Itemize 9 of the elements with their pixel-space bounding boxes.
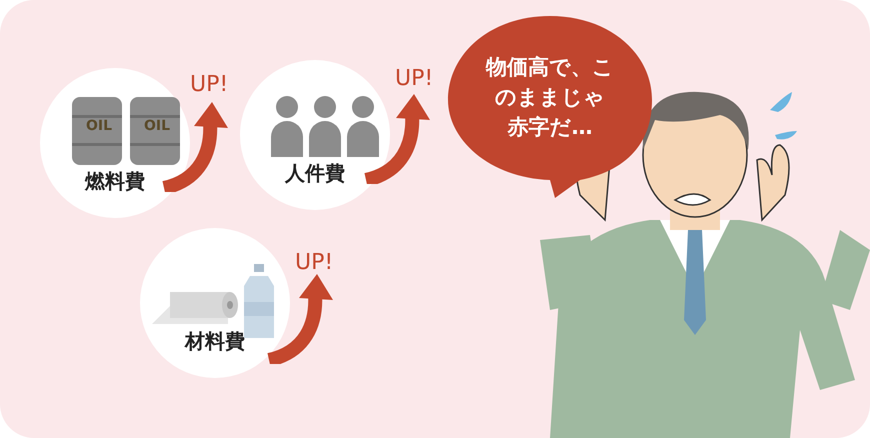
cost-label: 燃料費: [84, 168, 146, 195]
speech-text: 物価高で、このままじゃ赤字だ…: [485, 54, 615, 141]
up-label: UP!: [190, 72, 228, 97]
barrel-label: OIL: [144, 118, 170, 134]
up-label: UP!: [295, 250, 334, 275]
cost-label: 人件費: [284, 160, 346, 187]
cost-label: 材料費: [183, 328, 246, 355]
barrel-label: OIL: [86, 118, 112, 134]
up-label: UP!: [395, 66, 434, 91]
